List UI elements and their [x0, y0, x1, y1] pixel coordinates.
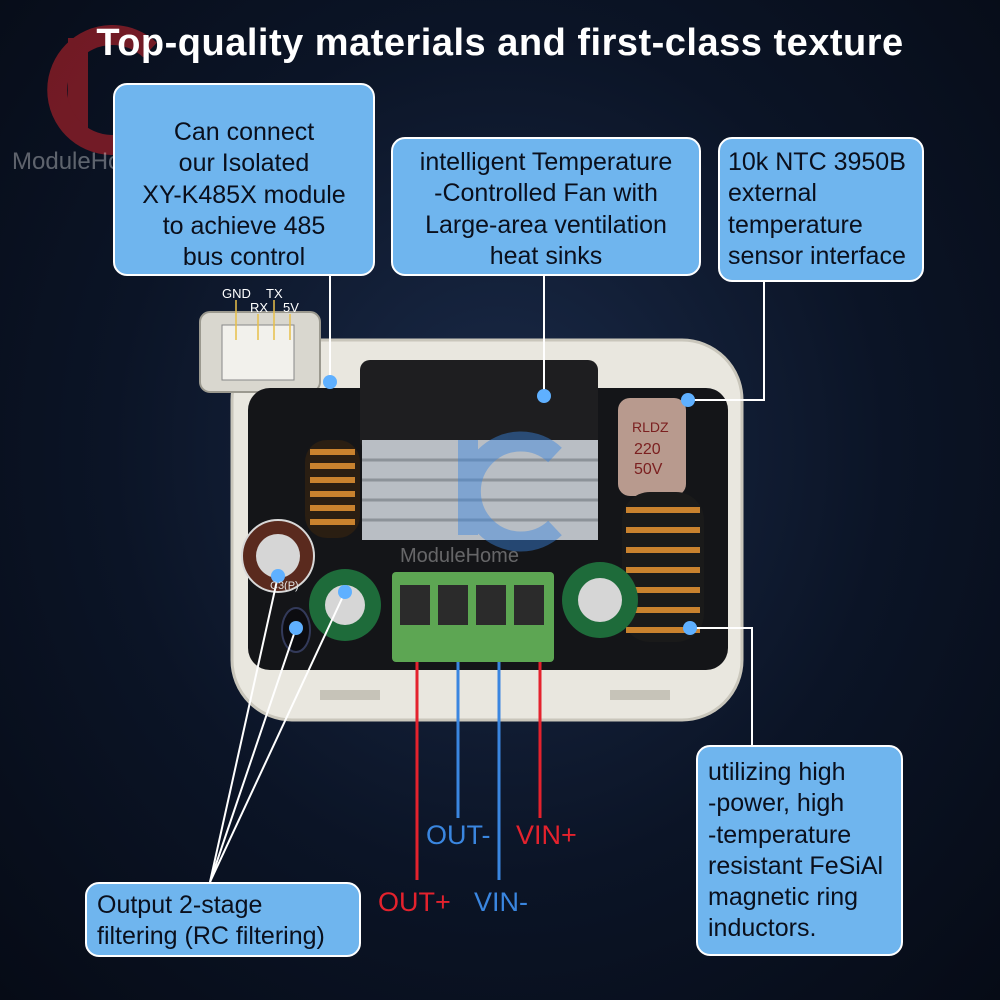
- pin-tx-label: TX: [266, 286, 283, 301]
- svg-text:RLDZ: RLDZ: [632, 419, 669, 435]
- callout-rs485-text: Can connect our Isolated XY-K485X module…: [142, 118, 346, 271]
- callout-filtering: Output 2-stage filtering (RC filtering): [85, 882, 361, 957]
- inductor-right: [622, 492, 704, 642]
- pin-rx-label: RX: [250, 300, 269, 315]
- callout-dots: [271, 375, 697, 635]
- capacitor-c3-marking: C3(P): [270, 580, 299, 592]
- cooling-fan: [360, 360, 598, 540]
- callout-fan-text: intelligent Temperature -Controlled Fan …: [419, 148, 673, 270]
- vin-minus-label: VIN-: [474, 887, 528, 917]
- callout-fan: intelligent Temperature -Controlled Fan …: [391, 137, 701, 276]
- page-title: Top-quality materials and first-class te…: [96, 22, 904, 64]
- callout-rs485: Can connect our Isolated XY-K485X module…: [113, 83, 375, 276]
- callout-ntc-text: 10k NTC 3950B external temperature senso…: [728, 148, 906, 270]
- callout-inductors-text: utilizing high -power, high -temperature…: [708, 758, 884, 943]
- watermark-text-center: ModuleHome: [400, 545, 519, 567]
- callout-leaders: [209, 276, 765, 883]
- out-plus-label: OUT+: [378, 887, 451, 917]
- inductor-left: [305, 440, 360, 538]
- svg-text:50V: 50V: [634, 461, 663, 478]
- watermark-logo-center: [458, 431, 562, 552]
- callout-inductors: utilizing high -power, high -temperature…: [696, 745, 903, 956]
- callout-filtering-text: Output 2-stage filtering (RC filtering): [97, 891, 325, 951]
- pin-5v-label: 5V: [283, 300, 299, 315]
- vin-plus-label: VIN+: [516, 820, 577, 850]
- terminal-block: [392, 572, 554, 662]
- callout-ntc: 10k NTC 3950B external temperature senso…: [718, 137, 924, 282]
- svg-text:220: 220: [634, 441, 661, 458]
- pin-gnd-label: GND: [222, 286, 251, 301]
- out-minus-label: OUT-: [426, 820, 491, 850]
- capacitor-rldz: RLDZ 220 50V: [618, 398, 686, 496]
